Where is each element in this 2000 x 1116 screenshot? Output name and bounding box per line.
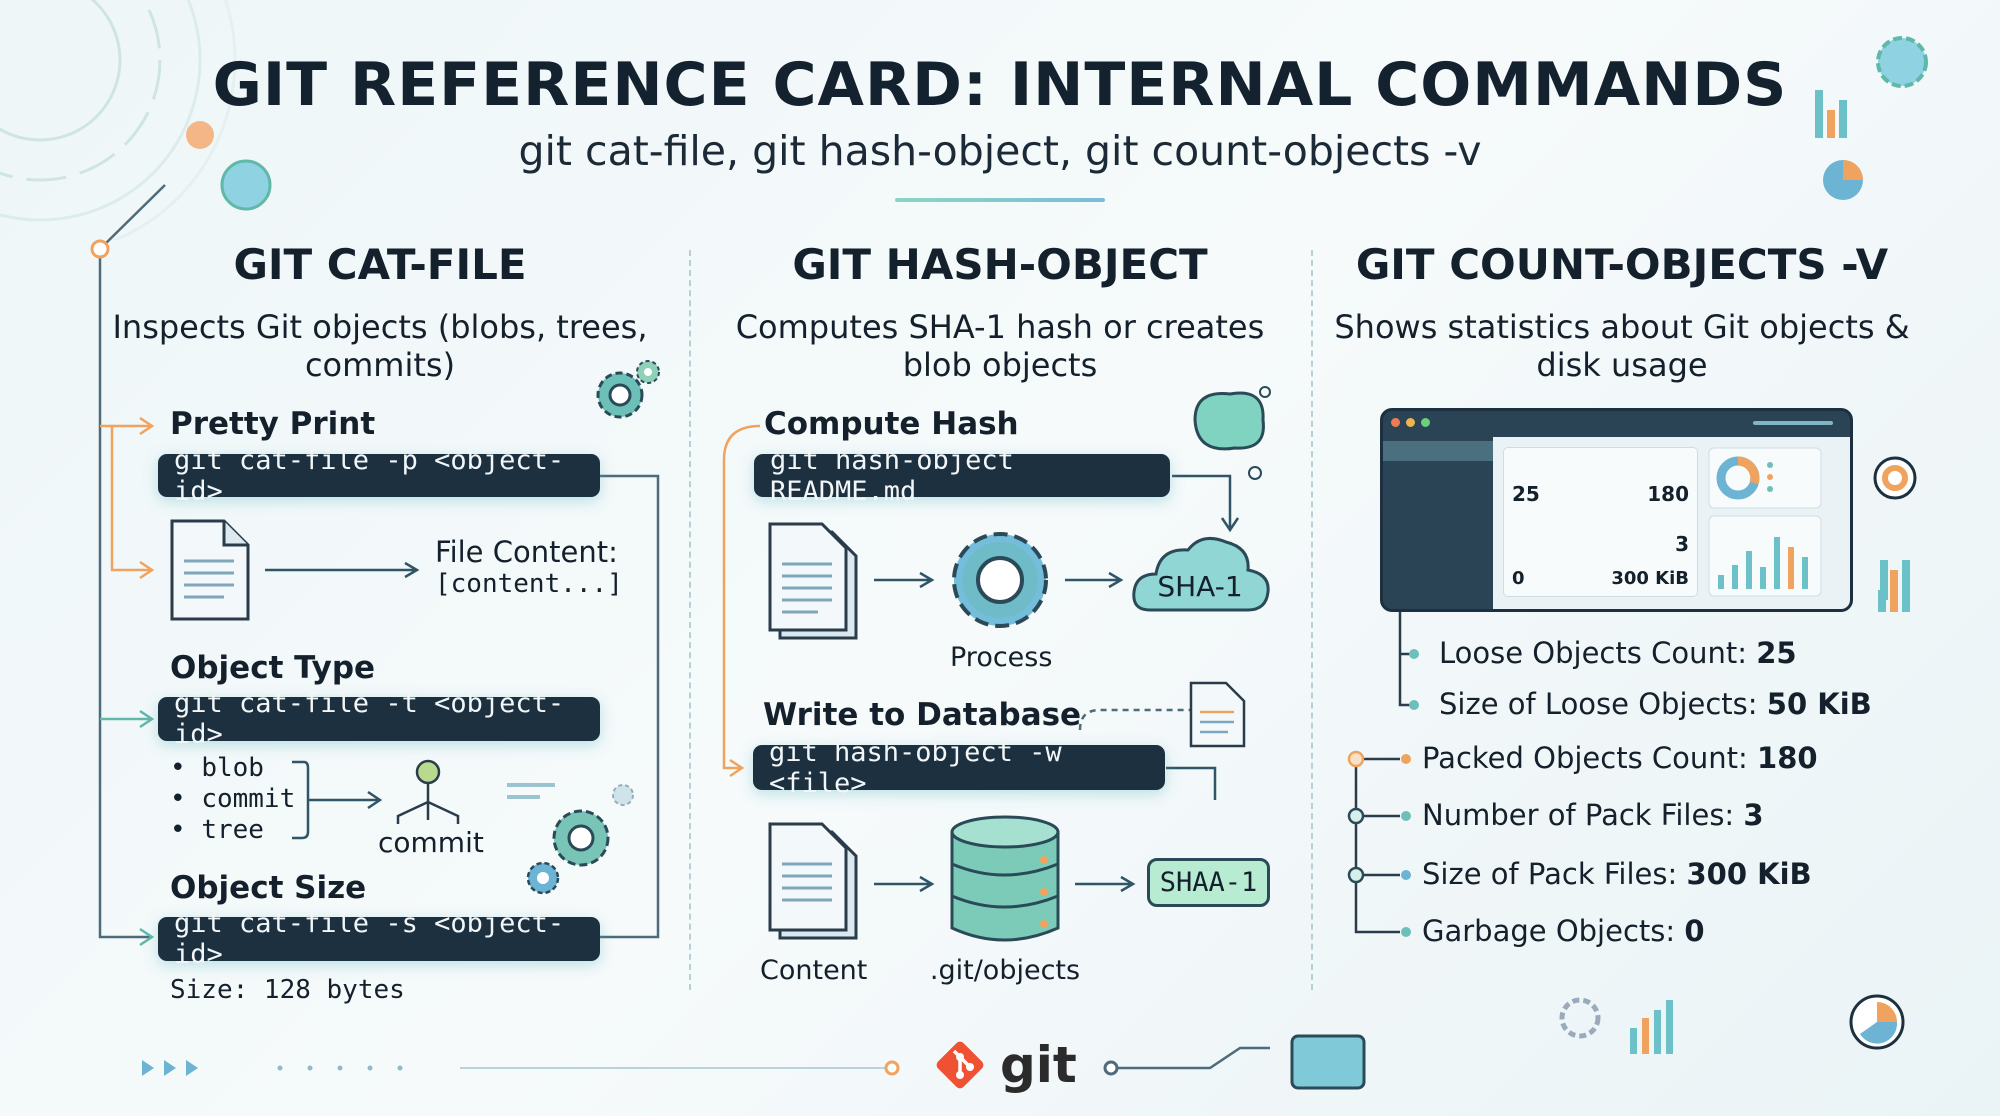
stat-pack-size: Size of Pack Files: 300 KiB (1422, 857, 1812, 891)
document-stack-icon (768, 522, 858, 640)
gear-icon (952, 532, 1048, 628)
object-size-label: Object Size (170, 870, 367, 906)
object-size-command[interactable]: git cat-file -s <object-id> (158, 908, 600, 970)
write-database-label: Write to Database (763, 697, 1082, 733)
dashboard-value: 3 (1675, 532, 1689, 556)
stat-pack-files: Number of Pack Files: 3 (1422, 798, 1764, 832)
document-icon (1189, 681, 1246, 748)
git-logo-icon (936, 1041, 984, 1089)
cat-file-heading: GIT CAT-FILE (233, 240, 527, 289)
content-label: Content (760, 955, 868, 986)
stats-connector (1347, 612, 1419, 937)
pretty-print-command[interactable]: git cat-file -p <object-id> (158, 445, 600, 507)
pretty-print-label: Pretty Print (170, 406, 376, 442)
dashboard-sidebar (1383, 437, 1493, 609)
hash-object-heading: GIT HASH-OBJECT (792, 240, 1208, 289)
arrow-icon (1075, 875, 1136, 893)
blob-icon (1193, 386, 1271, 480)
cat-file-description: Inspects Git objects (blobs, trees, comm… (112, 308, 648, 384)
write-database-command[interactable]: git hash-object -w <file> (753, 737, 1165, 799)
sha1-output: SHA-1 (1157, 570, 1243, 603)
arrow-icon (874, 571, 935, 589)
donut-chart-icon (1708, 447, 1822, 509)
dashboard-value: 0 (1512, 568, 1525, 589)
file-content-value: [content...] (435, 569, 623, 599)
hash-connector (722, 424, 1240, 800)
page-title: GIT REFERENCE CARD: INTERNAL COMMANDS (212, 50, 1788, 120)
cloud-icon (1132, 536, 1270, 612)
git-objects-label: .git/objects (929, 955, 1081, 986)
database-icon (950, 815, 1060, 942)
hash-object-description: Computes SHA-1 hash or creates blob obje… (735, 308, 1265, 384)
arrow-icon (265, 561, 420, 579)
count-objects-heading: GIT COUNT-OBJECTS -V (1355, 240, 1889, 289)
compute-hash-label: Compute Hash (764, 406, 1019, 442)
title-divider (895, 198, 1105, 202)
commit-person-icon (396, 759, 460, 824)
decorative-arcs (0, 0, 237, 240)
gear-icon (596, 360, 660, 419)
stat-packed-count: Packed Objects Count: 180 (1422, 741, 1818, 775)
bar-chart-icon (1708, 515, 1822, 597)
document-stack-icon (768, 822, 858, 940)
process-label: Process (950, 642, 1053, 673)
count-objects-description: Shows statistics about Git objects & dis… (1334, 308, 1910, 384)
compute-hash-command[interactable]: git hash-object README.md (754, 445, 1170, 507)
dashboard-value: 25 (1512, 482, 1540, 506)
arrow-icon (874, 875, 935, 893)
bracket-arrow-icon (292, 760, 383, 840)
stat-garbage: Garbage Objects: 0 (1422, 914, 1705, 948)
column-divider (1311, 250, 1313, 990)
decorative-charts (1815, 36, 1928, 612)
window-controls (1391, 418, 1430, 427)
footer-decoration (142, 994, 1905, 1090)
shaa1-output: SHAA-1 (1147, 858, 1270, 907)
dashboard-value: 180 (1647, 482, 1689, 506)
file-content-label: File Content: (435, 535, 618, 569)
dashboard-content: 25 180 3 0 300 KiB (1493, 437, 1850, 609)
object-type-label: Object Type (170, 650, 376, 686)
page-subtitle: git cat-file, git hash-object, git count… (518, 127, 1482, 175)
git-logo: git (932, 1036, 1077, 1094)
dashboard-window: 25 180 3 0 300 KiB (1380, 408, 1853, 612)
stat-loose-count: Loose Objects Count: 25 (1439, 636, 1797, 670)
type-list-item: • blob (170, 753, 264, 783)
cat-file-connector (90, 159, 660, 947)
commit-label: commit (378, 826, 484, 859)
git-logo-text: git (1000, 1036, 1077, 1094)
stat-loose-size: Size of Loose Objects: 50 KiB (1439, 687, 1872, 721)
column-divider (689, 250, 691, 990)
arrow-icon (1065, 571, 1124, 589)
gears-icon (507, 783, 634, 895)
type-list-item: • tree (170, 815, 264, 845)
dashboard-value: 300 KiB (1611, 568, 1689, 589)
document-icon (170, 519, 250, 621)
object-size-result: Size: 128 bytes (170, 975, 405, 1005)
type-list-item: • commit (170, 784, 296, 814)
object-type-command[interactable]: git cat-file -t <object-id> (158, 688, 600, 750)
